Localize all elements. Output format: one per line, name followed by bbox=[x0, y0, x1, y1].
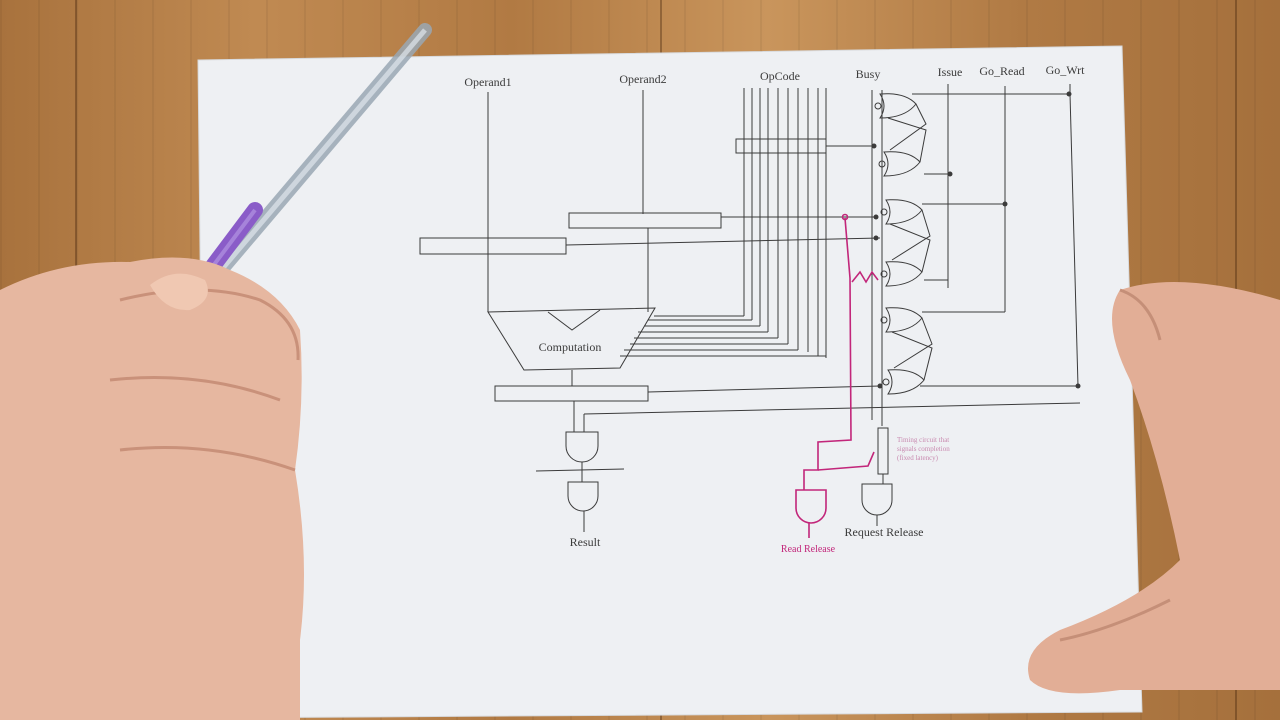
timing-annotation: Timing circuit that signals completion (… bbox=[897, 436, 950, 462]
svg-text:Timing circuit that: Timing circuit that bbox=[897, 436, 949, 444]
operand1-register bbox=[419, 237, 567, 255]
svg-text:(fixed latency): (fixed latency) bbox=[897, 454, 939, 462]
issue-label: Issue bbox=[938, 65, 963, 79]
request-release-and-gate bbox=[861, 483, 893, 516]
left-hand bbox=[0, 257, 304, 720]
annotation-pen-wires bbox=[795, 213, 879, 538]
result-and-gate-2 bbox=[567, 481, 599, 512]
computation-unit bbox=[487, 307, 656, 371]
right-hand bbox=[1028, 282, 1280, 694]
opcode-label: OpCode bbox=[760, 69, 800, 83]
go-read-label: Go_Read bbox=[979, 64, 1024, 78]
circuit-wires bbox=[419, 84, 1081, 532]
computation-label: Computation bbox=[539, 340, 602, 354]
operand2-register bbox=[568, 212, 722, 229]
operand2-label: Operand2 bbox=[619, 72, 666, 86]
svg-text:signals completion: signals completion bbox=[897, 445, 950, 453]
result-label: Result bbox=[570, 535, 601, 549]
read-release-label: Read Release bbox=[781, 544, 836, 555]
operand1-label: Operand1 bbox=[464, 75, 511, 89]
request-release-label: Request Release bbox=[845, 525, 924, 539]
nor-latch-2 bbox=[880, 199, 931, 287]
junction-dots bbox=[871, 91, 1081, 389]
paper-sheet bbox=[197, 45, 1143, 719]
go-write-label: Go_Wrt bbox=[1046, 63, 1086, 77]
busy-label: Busy bbox=[856, 67, 881, 81]
read-release-and-gate bbox=[795, 489, 827, 524]
nor-latch-3 bbox=[880, 307, 933, 395]
result-and-gate-1 bbox=[565, 431, 599, 463]
nor-latch-1 bbox=[874, 93, 927, 177]
